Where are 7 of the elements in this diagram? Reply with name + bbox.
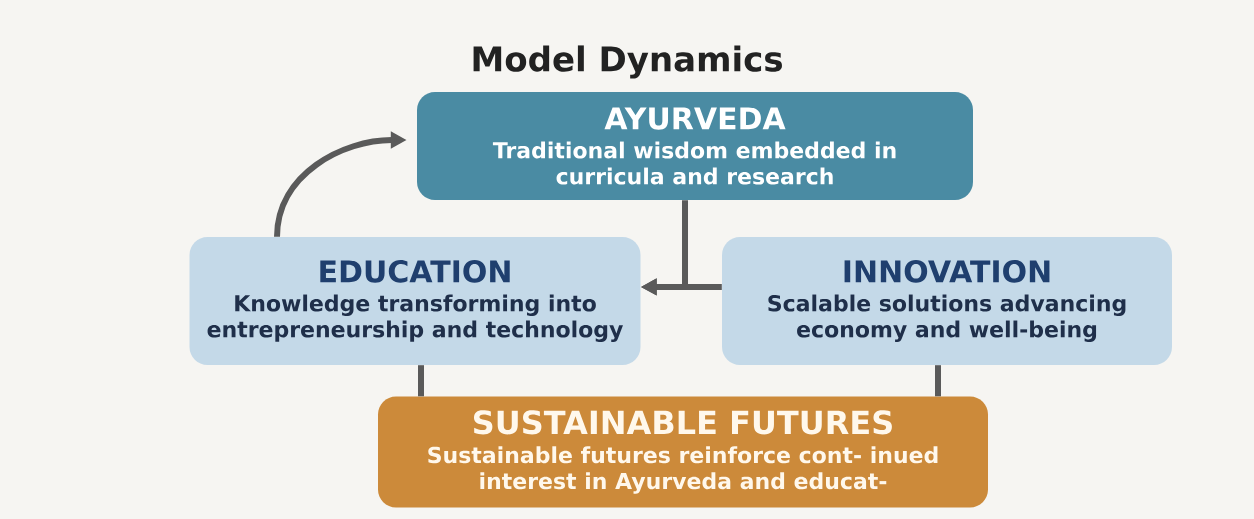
outcome-box: SUSTAINABLE FUTURES Sustainable futures reinforce cont- inued interest in Ayurveda and educat-	[378, 396, 988, 508]
process-box: AYURVEDA Traditional wisdom embedded in curricula and research	[417, 92, 973, 200]
connector-line	[418, 365, 424, 397]
process-box: EDUCATION Knowledge transforming into entrepreneurship and technology	[189, 237, 641, 365]
connector-line	[935, 365, 941, 397]
process-box: INNOVATION Scalable solutions advancing economy and well-being	[722, 237, 1172, 365]
title: Model Dynamics	[473, 45, 782, 79]
